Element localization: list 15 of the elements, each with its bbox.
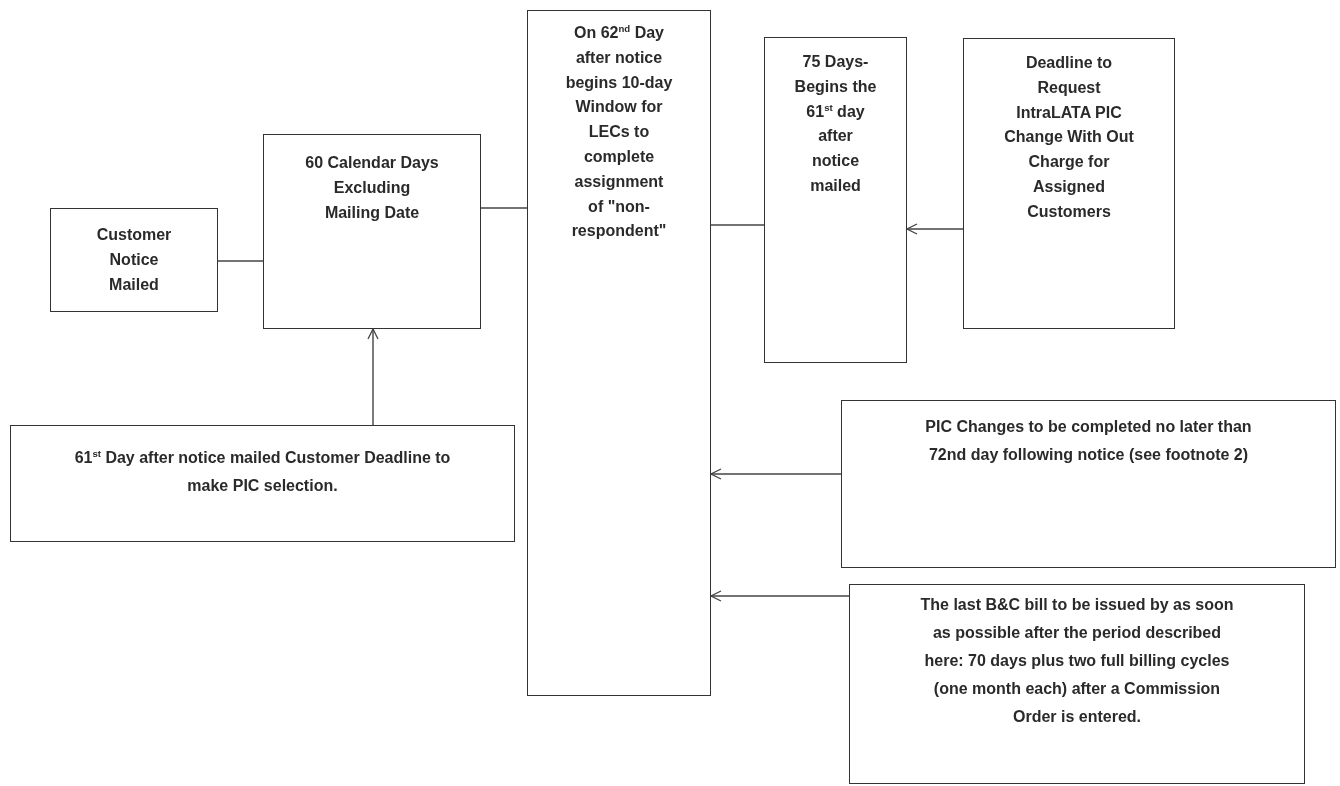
process-box: On 62$^{nd}$ Day after notice begins 10-day Window for LECs to complete assignment of "non-respondent" [527,10,711,696]
arrow [906,223,964,235]
arrow [710,590,850,602]
process-box: The last B&C bill to be issued by as soon as possible after the period described here: 70 days plus two full billing cycles (one month each) after a Commission Order is entered. [849,584,1305,784]
process-box: Deadline to Request IntraLATA PIC Change With Out Charge for Assigned Customers [963,38,1175,329]
process-box: Customer Notice Mailed [50,208,218,312]
process-box: PIC Changes to be completed no later than 72nd day following notice (see footnote 2) [841,400,1336,568]
process-box: 60 Calendar Days Excluding Mailing Date [263,134,481,329]
process-box: 61$^{st}$ Day after notice mailed Customer Deadline to make PIC selection. [10,425,515,542]
arrow [710,468,842,480]
process-box: 75 Days-Begins the 61$^{st}$ day after notice mailed [764,37,907,363]
connector-line [217,260,264,262]
connector-line [710,224,765,226]
connector-line [480,207,528,209]
arrow [367,328,379,426]
